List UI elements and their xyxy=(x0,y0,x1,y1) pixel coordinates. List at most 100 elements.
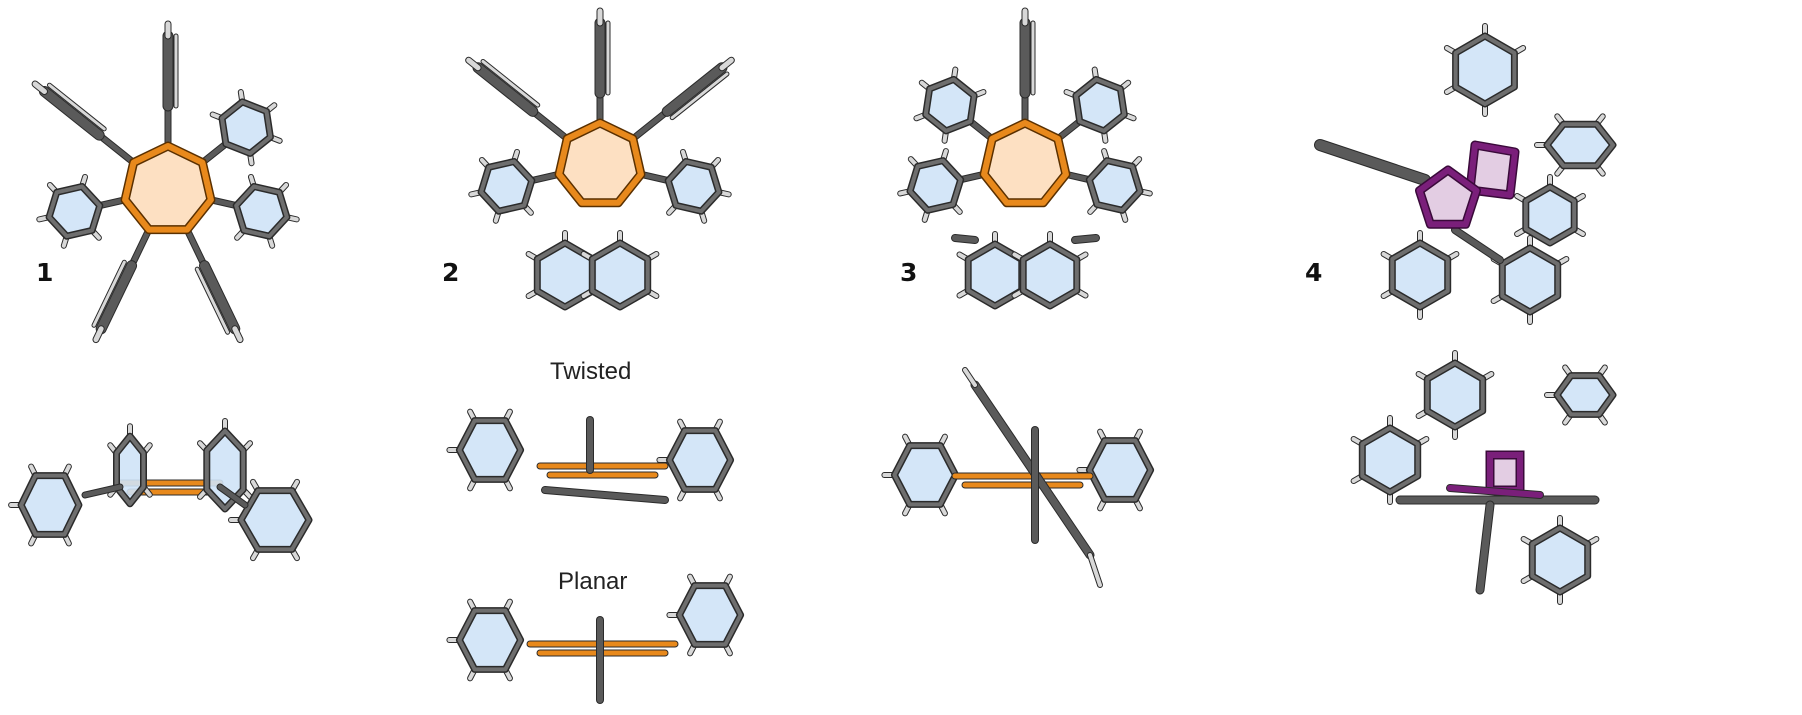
core-four-ring xyxy=(1467,142,1518,198)
phenyl-ring xyxy=(36,173,104,249)
phenyl-ring xyxy=(446,408,525,492)
edge-on-phenyl xyxy=(662,63,727,116)
ring-bonds xyxy=(1021,242,1079,308)
ring-bonds xyxy=(1425,361,1485,429)
phenyl-ring xyxy=(664,148,732,224)
c-h-bond xyxy=(670,72,729,120)
ring-bonds xyxy=(1523,185,1577,245)
core-ring xyxy=(981,120,1069,206)
ring-bonds xyxy=(892,443,958,507)
phenyl-ring xyxy=(666,573,745,657)
core-side-bond xyxy=(1447,485,1543,498)
methyl-group xyxy=(1072,235,1099,243)
compound-label-1: 1 xyxy=(36,258,54,287)
phenyl-ring xyxy=(209,89,283,167)
substituent-bond xyxy=(1055,118,1083,142)
compound-3-top-view xyxy=(897,7,1153,223)
ring-bonds xyxy=(1073,77,1127,133)
naphthalene-ring xyxy=(580,230,660,311)
compound-2-top-view xyxy=(465,7,735,224)
phenyl-ring xyxy=(1514,174,1586,247)
phenyl-ring xyxy=(1085,148,1153,223)
ring-bonds xyxy=(666,159,721,214)
ring-bonds xyxy=(457,608,523,672)
substituent-bond xyxy=(967,118,995,142)
c-h-bond xyxy=(92,260,126,327)
c-h-bond xyxy=(719,57,734,71)
phenyl-ring xyxy=(1350,415,1430,505)
phenyl-ring xyxy=(228,478,313,562)
phenyl-ring xyxy=(1415,350,1495,440)
naphthalene-ring xyxy=(956,231,1034,310)
edge-on-phenyl xyxy=(1476,501,1494,594)
ring-bonds xyxy=(667,428,733,492)
substituent-bond xyxy=(638,171,671,184)
phenyl-ring xyxy=(1520,515,1600,605)
edge-on-phenyl xyxy=(473,63,538,116)
phenyl-ring xyxy=(196,418,254,513)
phenyl-ring xyxy=(232,173,300,249)
ring-bonds xyxy=(1087,438,1153,502)
ring-bonds xyxy=(204,429,246,511)
compound-3-side-view xyxy=(881,367,1155,588)
phenyl-ring xyxy=(446,598,525,682)
phenyl-ring xyxy=(1076,428,1155,512)
phenyl-ring xyxy=(1063,66,1137,144)
edge-on-phenyl xyxy=(39,86,104,140)
ring-bonds xyxy=(1530,526,1590,594)
ring-bonds xyxy=(1453,34,1517,106)
c-h-bond xyxy=(93,326,104,343)
ring-bonds xyxy=(47,184,102,239)
compound-2-planar-view xyxy=(446,573,745,704)
ring-bonds xyxy=(19,473,81,537)
phenyl-ring xyxy=(1490,235,1570,325)
ring-bonds xyxy=(590,241,650,309)
naphthalene-edge xyxy=(542,487,668,503)
core-five-ring xyxy=(1416,167,1480,228)
ring-bonds xyxy=(908,158,963,213)
phenyl-ring xyxy=(8,463,83,547)
compound-label-4: 4 xyxy=(1305,258,1323,287)
c-h-bond xyxy=(481,59,540,107)
ring-bonds xyxy=(234,184,289,239)
compound-4-side-view xyxy=(1350,350,1617,605)
ring-bonds xyxy=(220,99,273,156)
compound-4-top-view xyxy=(1314,23,1617,325)
methyl-group xyxy=(963,368,977,387)
phenyl-ring xyxy=(881,433,960,517)
substituent-bond xyxy=(630,108,670,142)
planar-view-label: Planar xyxy=(558,568,628,595)
core-ring xyxy=(122,143,214,233)
substituent-bond xyxy=(184,227,207,269)
methyl-group xyxy=(952,235,978,243)
substituent-bond xyxy=(217,484,248,508)
substituent-bond xyxy=(199,141,229,166)
compound-label-2: 2 xyxy=(442,258,460,287)
c-h-bond xyxy=(232,326,243,343)
ring-bonds xyxy=(239,488,311,552)
edge-on-phenyl xyxy=(199,261,240,334)
ring-bonds xyxy=(1360,426,1420,494)
c-h-bond xyxy=(195,267,230,334)
naphthalene-ring xyxy=(1011,231,1089,310)
compound-label-3: 3 xyxy=(900,258,918,287)
c-h-bond xyxy=(47,83,106,131)
substituent-bond xyxy=(530,108,570,142)
ring-bonds xyxy=(1087,158,1142,213)
ring-bonds xyxy=(1500,246,1560,314)
edge-on-phenyl xyxy=(1315,140,1430,185)
methyl-group xyxy=(1088,553,1102,587)
ring-bonds xyxy=(1545,122,1615,168)
phenyl-ring xyxy=(1534,113,1617,177)
phenyl-ring xyxy=(1544,364,1617,426)
ring-bonds xyxy=(677,583,743,647)
core-ring xyxy=(556,120,644,206)
ring-bonds xyxy=(1390,241,1450,309)
ring-bonds xyxy=(1555,373,1615,417)
substituent-bond xyxy=(129,227,152,269)
substituent-bond xyxy=(82,484,123,498)
phenyl-ring xyxy=(1443,23,1527,117)
substituent-bond xyxy=(529,171,562,184)
c-h-bond xyxy=(466,57,481,71)
